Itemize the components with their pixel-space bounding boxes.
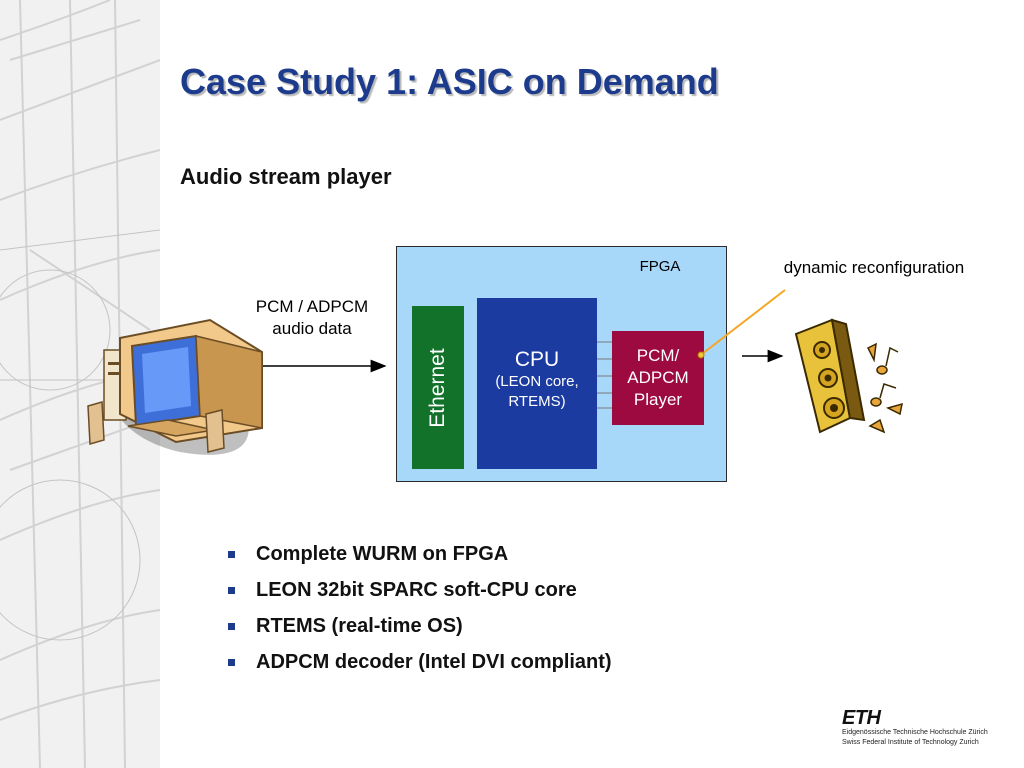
bullet-marker [228, 659, 235, 666]
slide-subtitle: Audio stream player [180, 164, 392, 189]
bullet-marker [228, 623, 235, 630]
bullet-marker [228, 587, 235, 594]
pcm-player-label-line2: ADPCM [627, 368, 689, 387]
cpu-label: CPU [514, 348, 560, 371]
bus-lines [597, 341, 612, 409]
music-notes-icon [866, 342, 903, 434]
eth-logo-line1: Eidgenössische Technische Hochschule Zür… [842, 729, 988, 736]
reconfiguration-pointer-dot [697, 351, 705, 359]
bullet-list: Complete WURM on FPGA LEON 32bit SPARC s… [226, 540, 612, 684]
cpu-sub-label-line2: RTEMS) [508, 393, 566, 410]
bullet-item: LEON 32bit SPARC soft-CPU core [226, 576, 612, 612]
bullet-item: ADPCM decoder (Intel DVI compliant) [226, 648, 612, 684]
slide-title: Case Study 1: ASIC on Demand [180, 61, 719, 102]
ethernet-block: Ethernet [412, 306, 464, 469]
input-data-label-line1: PCM / ADPCM [255, 297, 369, 316]
pcm-player-block: PCM/ ADPCM Player [612, 331, 704, 425]
eth-logo-line2: Swiss Federal Institute of Technology Zu… [842, 739, 979, 746]
bullet-text: RTEMS (real-time OS) [256, 615, 463, 637]
reconfiguration-pointer [701, 289, 786, 355]
bullet-item: Complete WURM on FPGA [226, 540, 612, 576]
computer-icon [87, 318, 263, 455]
cpu-sub-label-line1: (LEON core, [495, 373, 579, 390]
reconfiguration-label: dynamic reconfiguration [783, 258, 965, 277]
eth-logo: ETH Eidgenössische Technische Hochschule… [842, 708, 1022, 758]
bullet-marker [228, 551, 235, 558]
eth-logo-mark: ETH [842, 707, 881, 729]
pcm-player-label-line3: Player [633, 390, 683, 409]
bullet-text: ADPCM decoder (Intel DVI compliant) [256, 651, 612, 673]
fpga-label: FPGA [639, 258, 681, 275]
speaker-icon [794, 318, 866, 434]
cpu-block: CPU (LEON core, RTEMS) [477, 298, 597, 469]
input-data-label-line2: audio data [272, 319, 352, 338]
bullet-item: RTEMS (real-time OS) [226, 612, 612, 648]
pcm-player-label-line1: PCM/ [636, 346, 680, 365]
input-data-label: PCM / ADPCM audio data [230, 296, 394, 340]
bullet-text: LEON 32bit SPARC soft-CPU core [256, 579, 577, 601]
bullet-text: Complete WURM on FPGA [256, 543, 509, 565]
